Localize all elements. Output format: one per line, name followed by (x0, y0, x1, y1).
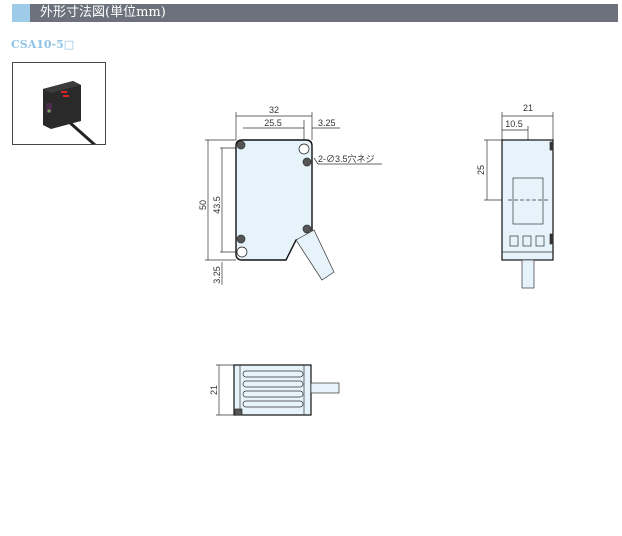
front-view (205, 112, 382, 285)
dim-front-height: 50 (198, 200, 208, 210)
section-title: 外形寸法図(単位mm) (40, 5, 166, 20)
dim-front-offset-right: 3.25 (318, 118, 336, 128)
header-accent (12, 4, 30, 22)
dim-front-hole-pitch-w: 25.5 (264, 118, 282, 128)
dim-front-width: 32 (269, 105, 279, 115)
dim-front-hole-pitch-h: 43.5 (212, 196, 222, 214)
dim-side-height: 25 (476, 165, 486, 175)
dim-side-center: 10.5 (505, 119, 523, 129)
dim-hole-note: 2-∅3.5穴ネジ (318, 153, 375, 164)
model-name: CSA10-5□ (11, 38, 75, 51)
sensor-image (43, 81, 96, 144)
section-header: 外形寸法図(単位mm) (12, 4, 618, 22)
dim-bottom-thickness: 21 (209, 385, 219, 395)
product-photo (12, 62, 106, 145)
dim-side-width: 21 (523, 103, 533, 113)
bottom-view (216, 364, 340, 416)
side-view (484, 112, 554, 289)
dim-front-offset-bottom: 3.25 (212, 266, 222, 284)
